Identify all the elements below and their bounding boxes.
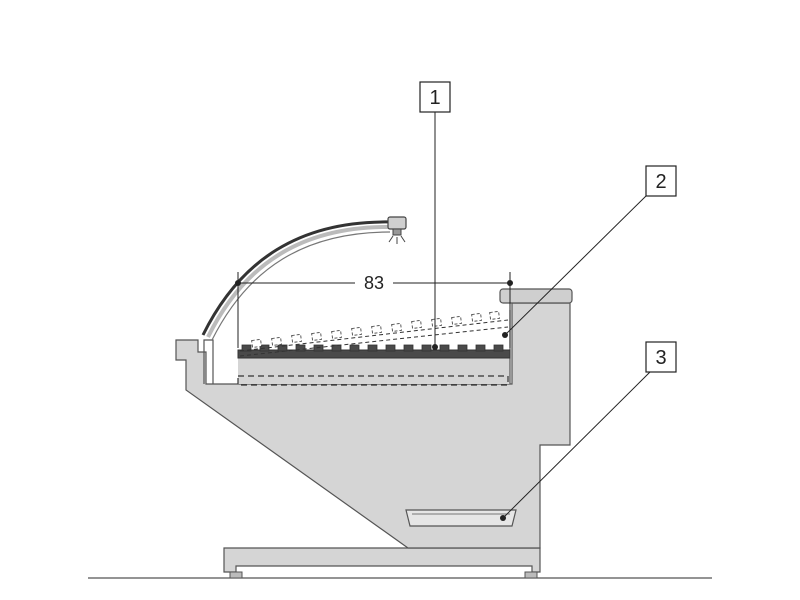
lamp-bulb	[392, 228, 402, 236]
drip-tray	[405, 509, 517, 527]
left-foot	[229, 571, 243, 579]
dimension-label: 83	[364, 273, 384, 293]
callout-number-2: 2	[655, 171, 666, 193]
leader-dot-1	[432, 344, 438, 350]
lamp-head	[387, 216, 407, 230]
curved-hood	[201, 220, 393, 336]
leader-dot-3	[500, 515, 506, 521]
base-plinth	[223, 547, 541, 573]
leader-dot-2	[502, 332, 508, 338]
right-foot	[524, 571, 538, 579]
curved-hood-inner	[211, 231, 391, 341]
callout-number-3: 3	[655, 347, 666, 369]
dimension-dot-left	[235, 280, 241, 286]
callout-number-1: 1	[429, 87, 440, 109]
tilted-rack-teeth	[251, 311, 500, 348]
inner-compartment	[238, 356, 510, 384]
cabinet-body	[175, 302, 571, 549]
lower-shelf-dashed	[237, 375, 509, 386]
lamp-light-rays	[388, 235, 406, 244]
leader-line-2	[504, 195, 647, 336]
dimension-dot-right	[507, 280, 513, 286]
front-glass-frame	[203, 339, 214, 384]
callout-box-2	[645, 165, 677, 197]
callout-box-3	[645, 341, 677, 373]
curved-hood-outer	[206, 224, 392, 338]
leader-line-3	[502, 371, 651, 519]
tilted-rack-position	[239, 319, 509, 357]
grill-rack-teeth	[241, 344, 504, 352]
rear-wall-cap	[499, 288, 573, 304]
callout-box-1	[419, 81, 451, 113]
